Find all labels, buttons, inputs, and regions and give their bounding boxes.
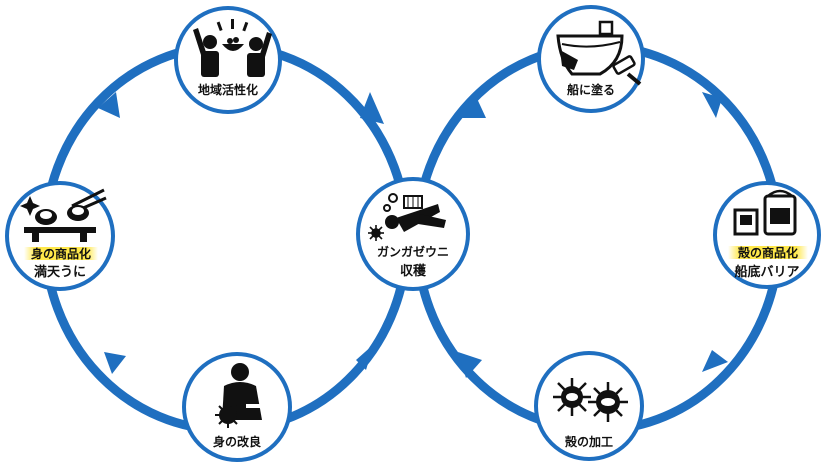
sea-urchin-shells-icon [553,378,628,422]
node-meat-improvement: 身の改良 [182,352,292,462]
node-shell-product: 殻の商品化 船底バリア [713,181,821,289]
node-paint-ship: 船に塗る [537,5,645,113]
label-harvest: 収穫 [400,263,427,279]
node-harvest: ガンガゼウニ 収穫 [356,177,470,291]
label-paint-ship: 船に塗る [567,82,615,97]
label-shell-processing: 殻の加工 [565,434,613,449]
label-meat-improvement: 身の改良 [213,434,261,449]
label-meat-product-tag: 身の商品化 [31,246,91,261]
arrow-right-top-right [702,92,722,118]
boat-painting-icon [556,20,642,86]
label-regional-revitalization: 地域活性化 [198,82,258,97]
highlight-bar [24,247,98,260]
arrow-right-bottom-right [702,350,728,372]
diver-icon [368,193,446,241]
arrow-left-bottom-right [356,344,374,370]
highlight-bar [728,246,808,259]
label-shell-product-tag: 殻の商品化 [738,245,798,260]
arrow-right-top-left [458,92,486,118]
arrow-left-top-left [98,92,120,118]
node-regional-revitalization: 地域活性化 [174,6,282,114]
person-feeding-urchin-icon [215,363,262,428]
sushi-icon [20,188,107,242]
flow-arrows [98,92,728,378]
people-cheering-icon [193,19,272,77]
arrow-right-bottom-left [458,352,482,378]
paint-cans-icon [733,189,797,236]
arrow-left-top-right [360,92,384,124]
label-hull-barrier: 船底バリア [734,264,799,280]
arrow-left-bottom-left [104,352,126,374]
node-meat-product: 身の商品化 満天うに [5,181,115,291]
node-shell-processing: 殻の加工 [534,351,644,461]
label-gangaze-uni: ガンガゼウニ [377,244,449,259]
label-manten-uni: 満天うに [34,264,86,280]
